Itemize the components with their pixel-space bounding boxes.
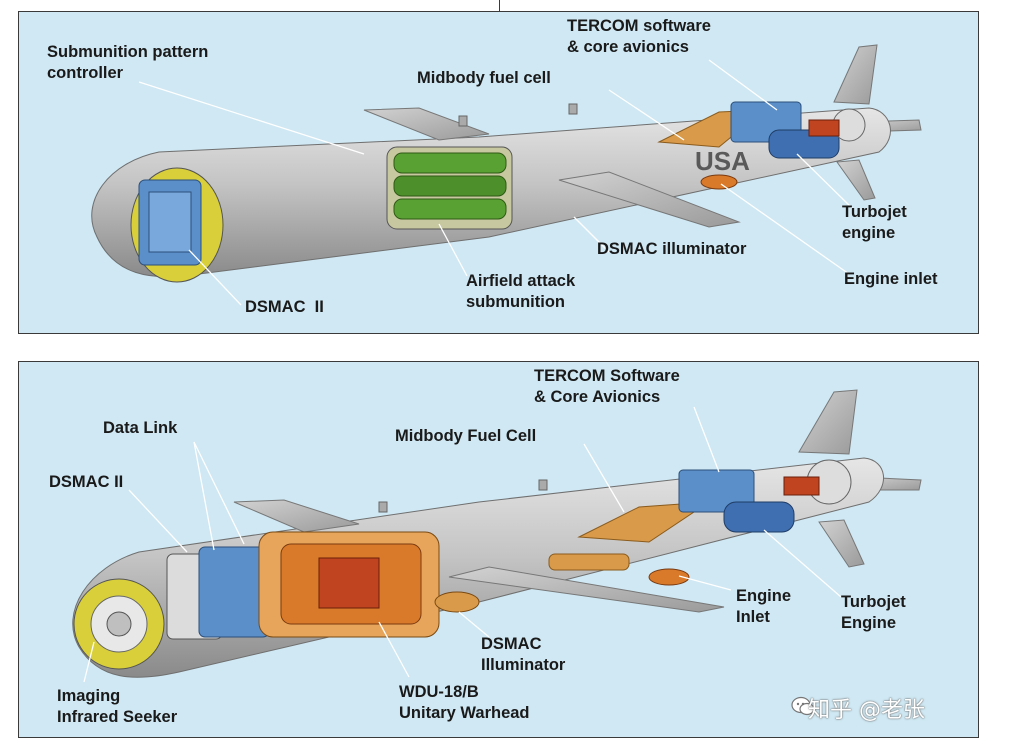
tail-fin-lower xyxy=(836,159,876,201)
label-data-link: Data Link xyxy=(103,419,178,437)
label-midbody-fuel-cell: Midbody Fuel Cell xyxy=(395,427,537,445)
label-dsmac-illuminator: DSMAC Illuminator xyxy=(481,635,566,674)
label-engine-inlet: Engine inlet xyxy=(844,270,938,288)
hull-marking: USA xyxy=(695,146,750,176)
engine-inlet xyxy=(700,174,738,190)
engine-inlet xyxy=(648,568,690,586)
tail-fin-lower xyxy=(818,519,865,568)
tail-fin-upper xyxy=(798,389,858,455)
submunition-bay xyxy=(386,146,513,230)
leader-lines xyxy=(83,406,842,683)
label-dsmac-ii: DSMAC II xyxy=(49,473,124,491)
label-dsmac-ii: DSMAC II xyxy=(245,298,324,316)
bottom-cutaway-panel: TERCOM Software & Core Avionics Midbody … xyxy=(18,361,979,738)
label-airfield-attack-submunition: Airfield attack submunition xyxy=(466,272,576,311)
label-turbojet-engine: Turbojet Engine xyxy=(841,593,906,632)
unitary-warhead xyxy=(258,531,440,638)
label-wdu-18b-warhead: WDU-18/B Unitary Warhead xyxy=(399,683,530,722)
wing-lower xyxy=(558,171,741,228)
label-tercom: TERCOM software & core avionics xyxy=(567,17,711,56)
watermark: 知乎 @老张 xyxy=(808,698,925,723)
tail-fin-upper xyxy=(833,44,878,105)
top-missile-illustration: USA xyxy=(91,44,922,306)
turbojet-engine xyxy=(723,459,852,533)
label-midbody-fuel-cell: Midbody fuel cell xyxy=(417,69,551,87)
label-dsmac-illuminator: DSMAC illuminator xyxy=(597,240,747,258)
label-submunition-pattern-controller: Submunition pattern controller xyxy=(47,43,209,82)
tercom-avionics xyxy=(678,469,755,513)
label-engine-inlet: Engine Inlet xyxy=(736,587,792,626)
leader-lines xyxy=(138,59,855,306)
label-imaging-infrared-seeker: Imaging Infrared Seeker xyxy=(57,687,178,726)
label-tercom: TERCOM Software & Core Avionics xyxy=(534,367,680,406)
wechat-icon xyxy=(791,696,815,716)
top-cutaway-panel: USA Submunition pattern controller TERCO… xyxy=(18,11,979,334)
label-turbojet-engine: Turbojet engine xyxy=(842,203,907,242)
wing-lower xyxy=(448,566,725,613)
divider-tick xyxy=(499,0,500,11)
dsmac-illuminator xyxy=(434,591,480,613)
turbojet-engine xyxy=(768,108,866,159)
wing-upper xyxy=(363,107,490,141)
wing-upper xyxy=(233,499,360,533)
bottom-missile-illustration xyxy=(72,389,922,683)
